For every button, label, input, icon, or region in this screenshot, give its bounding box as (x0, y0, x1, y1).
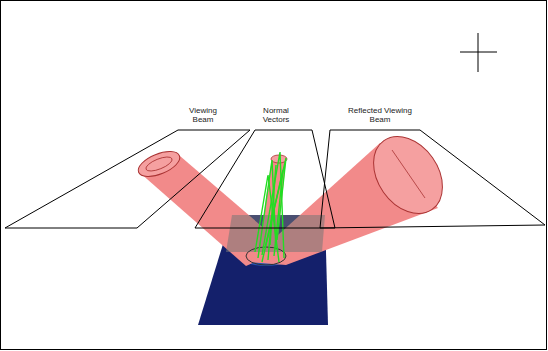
panel-region: Normal Vectors (195, 100, 335, 230)
normal-vectors (255, 152, 286, 262)
panel-label: Normal Vectors (255, 106, 297, 124)
panel-label: Viewing Beam (182, 106, 224, 124)
panel-region: Reflected Viewing Beam (320, 100, 545, 230)
panel-region: Viewing Beam (5, 100, 250, 230)
panel-outline (5, 130, 250, 228)
panel-outline (320, 130, 545, 228)
crosshair (460, 33, 497, 72)
panel-label: Reflected Viewing Beam (347, 106, 413, 124)
panel-outline (195, 130, 335, 228)
footprint (246, 247, 286, 265)
